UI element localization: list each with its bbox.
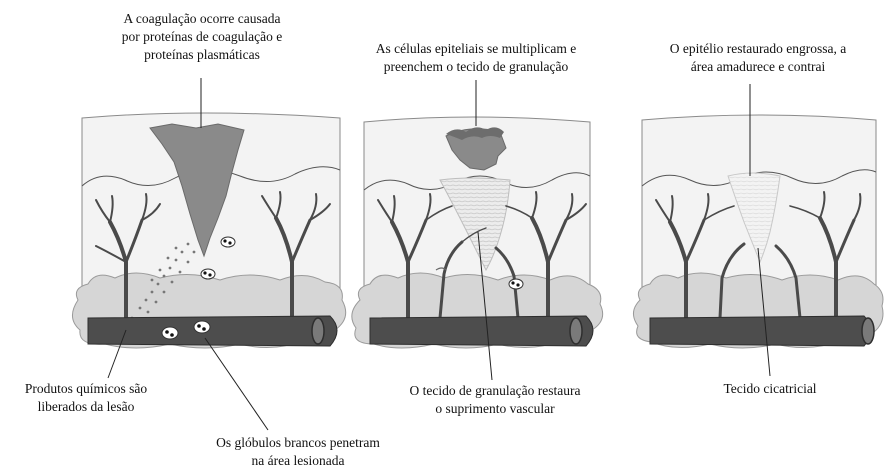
white-blood-cell [194, 321, 210, 333]
label-wbc-line1: Os glóbulos brancos penetram [182, 434, 414, 452]
label-restored-line1: O epitélio restaurado engrossa, a [638, 40, 878, 58]
label-epithelial-line1: As células epiteliais se multiplicam e [338, 40, 614, 58]
label-scar: Tecido cicatricial [690, 380, 850, 398]
white-blood-cell [201, 269, 215, 279]
label-chemicals: Produtos químicos são liberados da lesão [2, 380, 170, 416]
label-coagulation-line2: por proteínas de coagulação e [72, 28, 332, 46]
white-blood-cell [221, 237, 235, 247]
blood-vessel-3 [650, 316, 871, 346]
white-blood-cell [162, 327, 178, 339]
panel-scar [633, 115, 883, 348]
label-white-blood-cells: Os glóbulos brancos penetram na área les… [182, 434, 414, 470]
label-granulation-line1: O tecido de granulação restaura [380, 382, 610, 400]
label-epithelial: As células epiteliais se multiplicam e p… [338, 40, 614, 76]
label-coagulation: A coagulação ocorre causada por proteína… [72, 10, 332, 64]
label-granulation: O tecido de granulação restaura o suprim… [380, 382, 610, 418]
label-chemicals-line2: liberados da lesão [2, 398, 170, 416]
leader-wbc [205, 338, 268, 430]
panel-clotting [72, 113, 345, 348]
blood-vessel-2 [370, 316, 593, 346]
vessel-opening-1 [312, 318, 324, 344]
label-restored-epithelium: O epitélio restaurado engrossa, a área a… [638, 40, 878, 76]
vessel-opening-2 [570, 318, 582, 344]
label-restored-line2: área amadurece e contrai [638, 58, 878, 76]
white-blood-cell [509, 279, 523, 289]
label-coagulation-line1: A coagulação ocorre causada [72, 10, 332, 28]
vessel-opening-3 [862, 318, 874, 344]
label-scar-text: Tecido cicatricial [690, 380, 850, 398]
label-epithelial-line2: preenchem o tecido de granulação [338, 58, 614, 76]
label-chemicals-line1: Produtos químicos são [2, 380, 170, 398]
label-coagulation-line3: proteínas plasmáticas [72, 46, 332, 64]
label-granulation-line2: o suprimento vascular [380, 400, 610, 418]
label-wbc-line2: na área lesionada [182, 452, 414, 470]
panel-granulation [352, 117, 603, 348]
